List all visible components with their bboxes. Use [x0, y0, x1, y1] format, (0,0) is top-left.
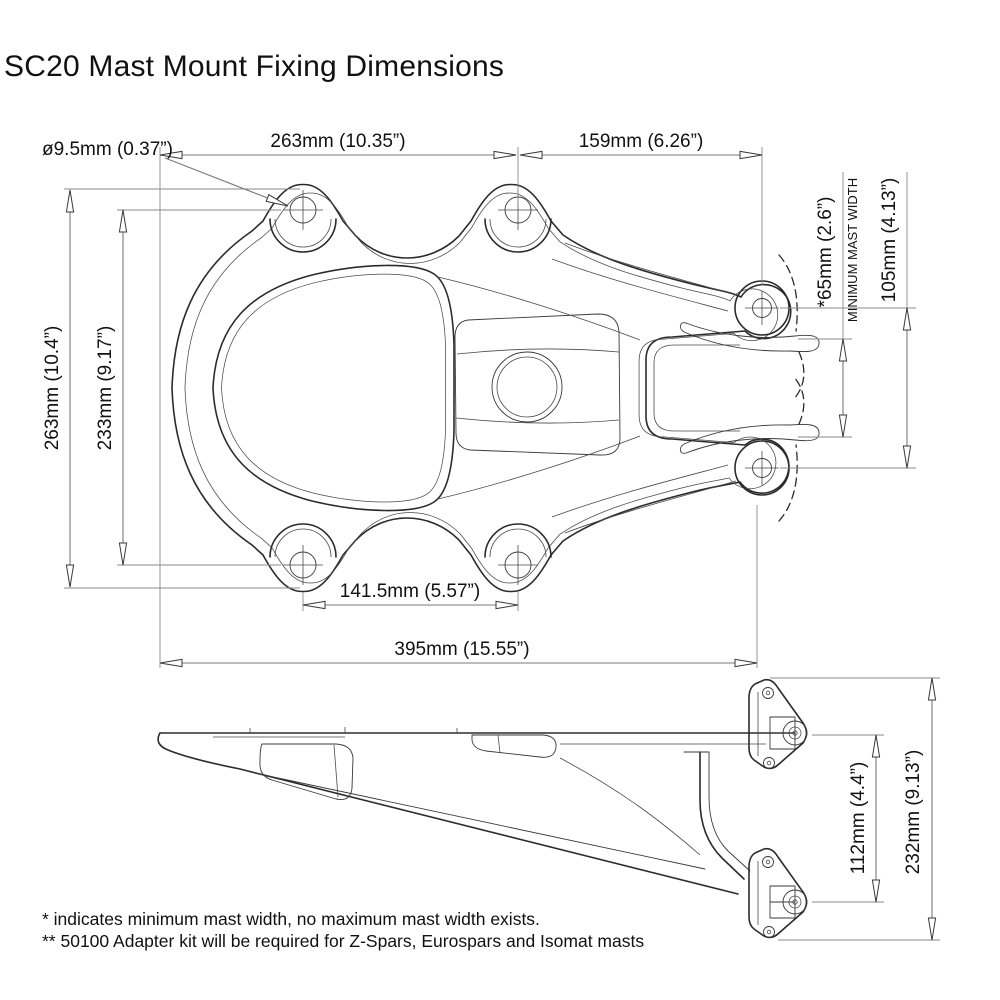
- top-view: [171, 183, 820, 593]
- mast-profile-dashed: [793, 351, 805, 400]
- dim-label-395: 395mm (15.55”): [394, 639, 529, 660]
- dim-label-141: 141.5mm (5.57”): [340, 581, 480, 602]
- arm-gap-echo: [653, 344, 740, 432]
- footnote-adapter-kit: ** 50100 Adapter kit will be required fo…: [42, 931, 644, 951]
- dim-overall-height: 263mm (10.4”): [42, 189, 75, 588]
- dim-overall-depth: 232mm (9.13”): [903, 677, 937, 941]
- dim-minimum-mast-width: *65mm (2.6”) MINIMUM MAST WIDTH: [815, 178, 860, 438]
- hole-scallops: [269, 218, 552, 558]
- upper-mast-clamp: [679, 254, 820, 400]
- dim-hole-span-horizontal: 263mm (10.35”): [159, 131, 517, 160]
- mounting-hole: [283, 190, 323, 230]
- cradle-ridge-bottom: [455, 417, 620, 424]
- side-boss-small: [471, 734, 557, 758]
- dimensions-top-view: 263mm (10.35”) 159mm (6.26”) ø9.5mm (0.3…: [42, 131, 916, 668]
- side-view: [157, 678, 808, 939]
- dim-hole-diameter: ø9.5mm (0.37”): [42, 139, 289, 207]
- dim-label-233: 233mm (9.17”): [95, 326, 116, 451]
- mast-profile-dashed: [793, 376, 805, 425]
- lower-clamp-jaw: [679, 423, 820, 454]
- mast-profile-dashed: [778, 444, 798, 522]
- mast-cradle: [454, 313, 621, 456]
- dim-bolt-centers: 112mm (4.4”): [848, 734, 881, 903]
- dimensions-side-view: 112mm (4.4”) 232mm (9.13”): [770, 677, 940, 941]
- dim-label-159: 159mm (6.26”): [579, 131, 704, 152]
- footnote-mast-width: * indicates minimum mast width, no maxim…: [42, 909, 540, 929]
- page-title: SC20 Mast Mount Fixing Dimensions: [4, 50, 504, 83]
- footnotes: * indicates minimum mast width, no maxim…: [42, 909, 644, 951]
- dim-overall-width: 395mm (15.55”): [159, 639, 758, 668]
- center-boss-circle: [491, 351, 563, 423]
- side-profile-crease2: [559, 757, 701, 856]
- dim-label-232: 232mm (9.13”): [903, 750, 924, 875]
- dim-label-105: 105mm (4.13”): [879, 178, 900, 303]
- dim-label-263-left: 263mm (10.4”): [42, 326, 63, 451]
- bracket-outline-echo: [184, 192, 779, 584]
- dim-label-112: 112mm (4.4”): [848, 762, 869, 875]
- lower-arm-line: [564, 480, 737, 534]
- dim-hole-span-vertical: 233mm (9.17”): [95, 209, 128, 566]
- side-profile-crease: [249, 771, 706, 870]
- dim-clamp-centers: 105mm (4.13”): [879, 178, 912, 469]
- center-opening: [212, 264, 455, 512]
- lower-clamp-plate: [748, 847, 808, 939]
- side-support-column: [699, 751, 745, 880]
- upper-arm-line: [564, 242, 737, 296]
- dim-label-hole-diameter: ø9.5mm (0.37”): [42, 139, 173, 160]
- upper-clamp-plate: [748, 678, 808, 770]
- side-boss-large: [259, 743, 354, 800]
- cradle-ridge-top: [456, 348, 620, 355]
- lower-web-line: [437, 435, 641, 500]
- lower-mast-clamp: [679, 376, 820, 522]
- upper-arm-line: [551, 258, 729, 312]
- dim-caption-minimum-mast-width: MINIMUM MAST WIDTH: [845, 178, 860, 322]
- dim-hole-to-clamp: 159mm (6.26”): [519, 131, 763, 160]
- upper-clamp-jaw: [679, 322, 820, 353]
- mounting-holes: [283, 190, 538, 585]
- upper-web-line: [437, 276, 641, 341]
- center-boss-circle-inner: [496, 356, 558, 418]
- mounting-hole: [498, 545, 538, 585]
- center-opening-echo: [221, 273, 446, 503]
- dim-label-263-top: 263mm (10.35”): [270, 131, 405, 152]
- side-profile-underside: [157, 732, 739, 895]
- bracket-outline: [171, 183, 792, 593]
- dim-label-65: *65mm (2.6”): [815, 197, 836, 308]
- dim-lower-hole-span: 141.5mm (5.57”): [302, 581, 519, 610]
- lower-arm-line: [551, 464, 729, 518]
- mast-profile-dashed: [778, 254, 798, 332]
- mounting-hole: [283, 545, 323, 585]
